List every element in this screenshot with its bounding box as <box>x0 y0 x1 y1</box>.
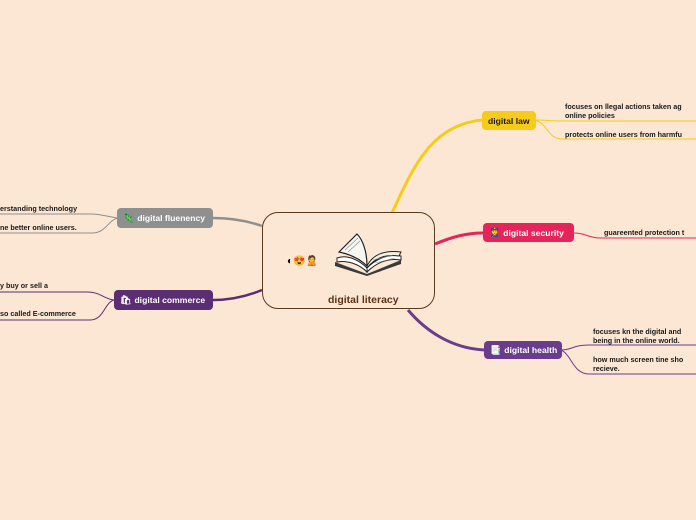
branch-digital-health-label: digital health <box>504 345 558 355</box>
law-note-2: protects online users from harmfu <box>565 130 683 139</box>
fluenency-note-2: ne better online users. <box>0 223 77 232</box>
law-note-1: focuses on llegal actions taken ag <box>565 102 682 111</box>
connector-fluenency-note-2 <box>0 217 119 234</box>
branch-digital-commerce-label: digital commerce <box>134 295 206 305</box>
branch-digital-health[interactable]: 📑 digital health <box>484 341 562 359</box>
central-title: digital literacy <box>328 294 399 306</box>
fluenency-note-1: erstanding technology <box>0 204 78 213</box>
connector-law-note-1 <box>534 119 696 122</box>
commerce-note-1: y buy or sell a <box>0 281 48 290</box>
health-note-2b: recieve. <box>593 364 620 373</box>
central-emoji-icons: ◐😍🙎 <box>287 256 318 267</box>
connector-law-note-2 <box>534 119 696 140</box>
connector-commerce-note-2 <box>0 299 115 321</box>
connector-fluenency-note-1 <box>0 213 119 219</box>
law-note-1b: online policies <box>565 111 615 120</box>
health-note-1: focuses kn the digital and <box>593 327 682 336</box>
branch-digital-security[interactable]: 👮 digital security <box>483 223 574 242</box>
connector-commerce-note-1 <box>0 291 115 301</box>
branch-digital-security-label: digital security <box>503 227 564 238</box>
branch-digital-fluenency-label: digital fluenency <box>137 213 206 223</box>
branch-digital-commerce[interactable]: 🛍 digital commerce <box>114 290 213 310</box>
connector-digital-health <box>406 309 485 352</box>
connector-digital-law <box>390 118 483 214</box>
branch-digital-fluenency[interactable]: 🦎 digital fluenency <box>117 208 213 228</box>
police-officer-icon: 👮 <box>489 227 501 237</box>
health-note-1b: being in the online world. <box>593 336 680 345</box>
health-note-2: how much screen tine sho <box>593 355 684 364</box>
document-tabs-icon: 📑 <box>490 344 502 355</box>
connector-health-note-2 <box>560 349 696 375</box>
branch-digital-law[interactable]: digital law <box>482 111 536 130</box>
open-book-icon <box>335 233 402 276</box>
connector-security-note-1 <box>573 232 696 239</box>
commerce-note-2: so called E-commerce <box>0 309 76 318</box>
shopping-bags-icon: 🛍 <box>120 294 132 305</box>
security-note-1: guareented protection t <box>604 228 685 237</box>
branch-digital-law-label: digital law <box>488 115 530 126</box>
connector-digital-security <box>434 231 484 246</box>
connector-digital-commerce <box>212 288 263 302</box>
connector-digital-fluenency <box>212 216 263 228</box>
connector-health-note-1 <box>560 344 696 351</box>
lizard-icon: 🦎 <box>123 212 135 223</box>
